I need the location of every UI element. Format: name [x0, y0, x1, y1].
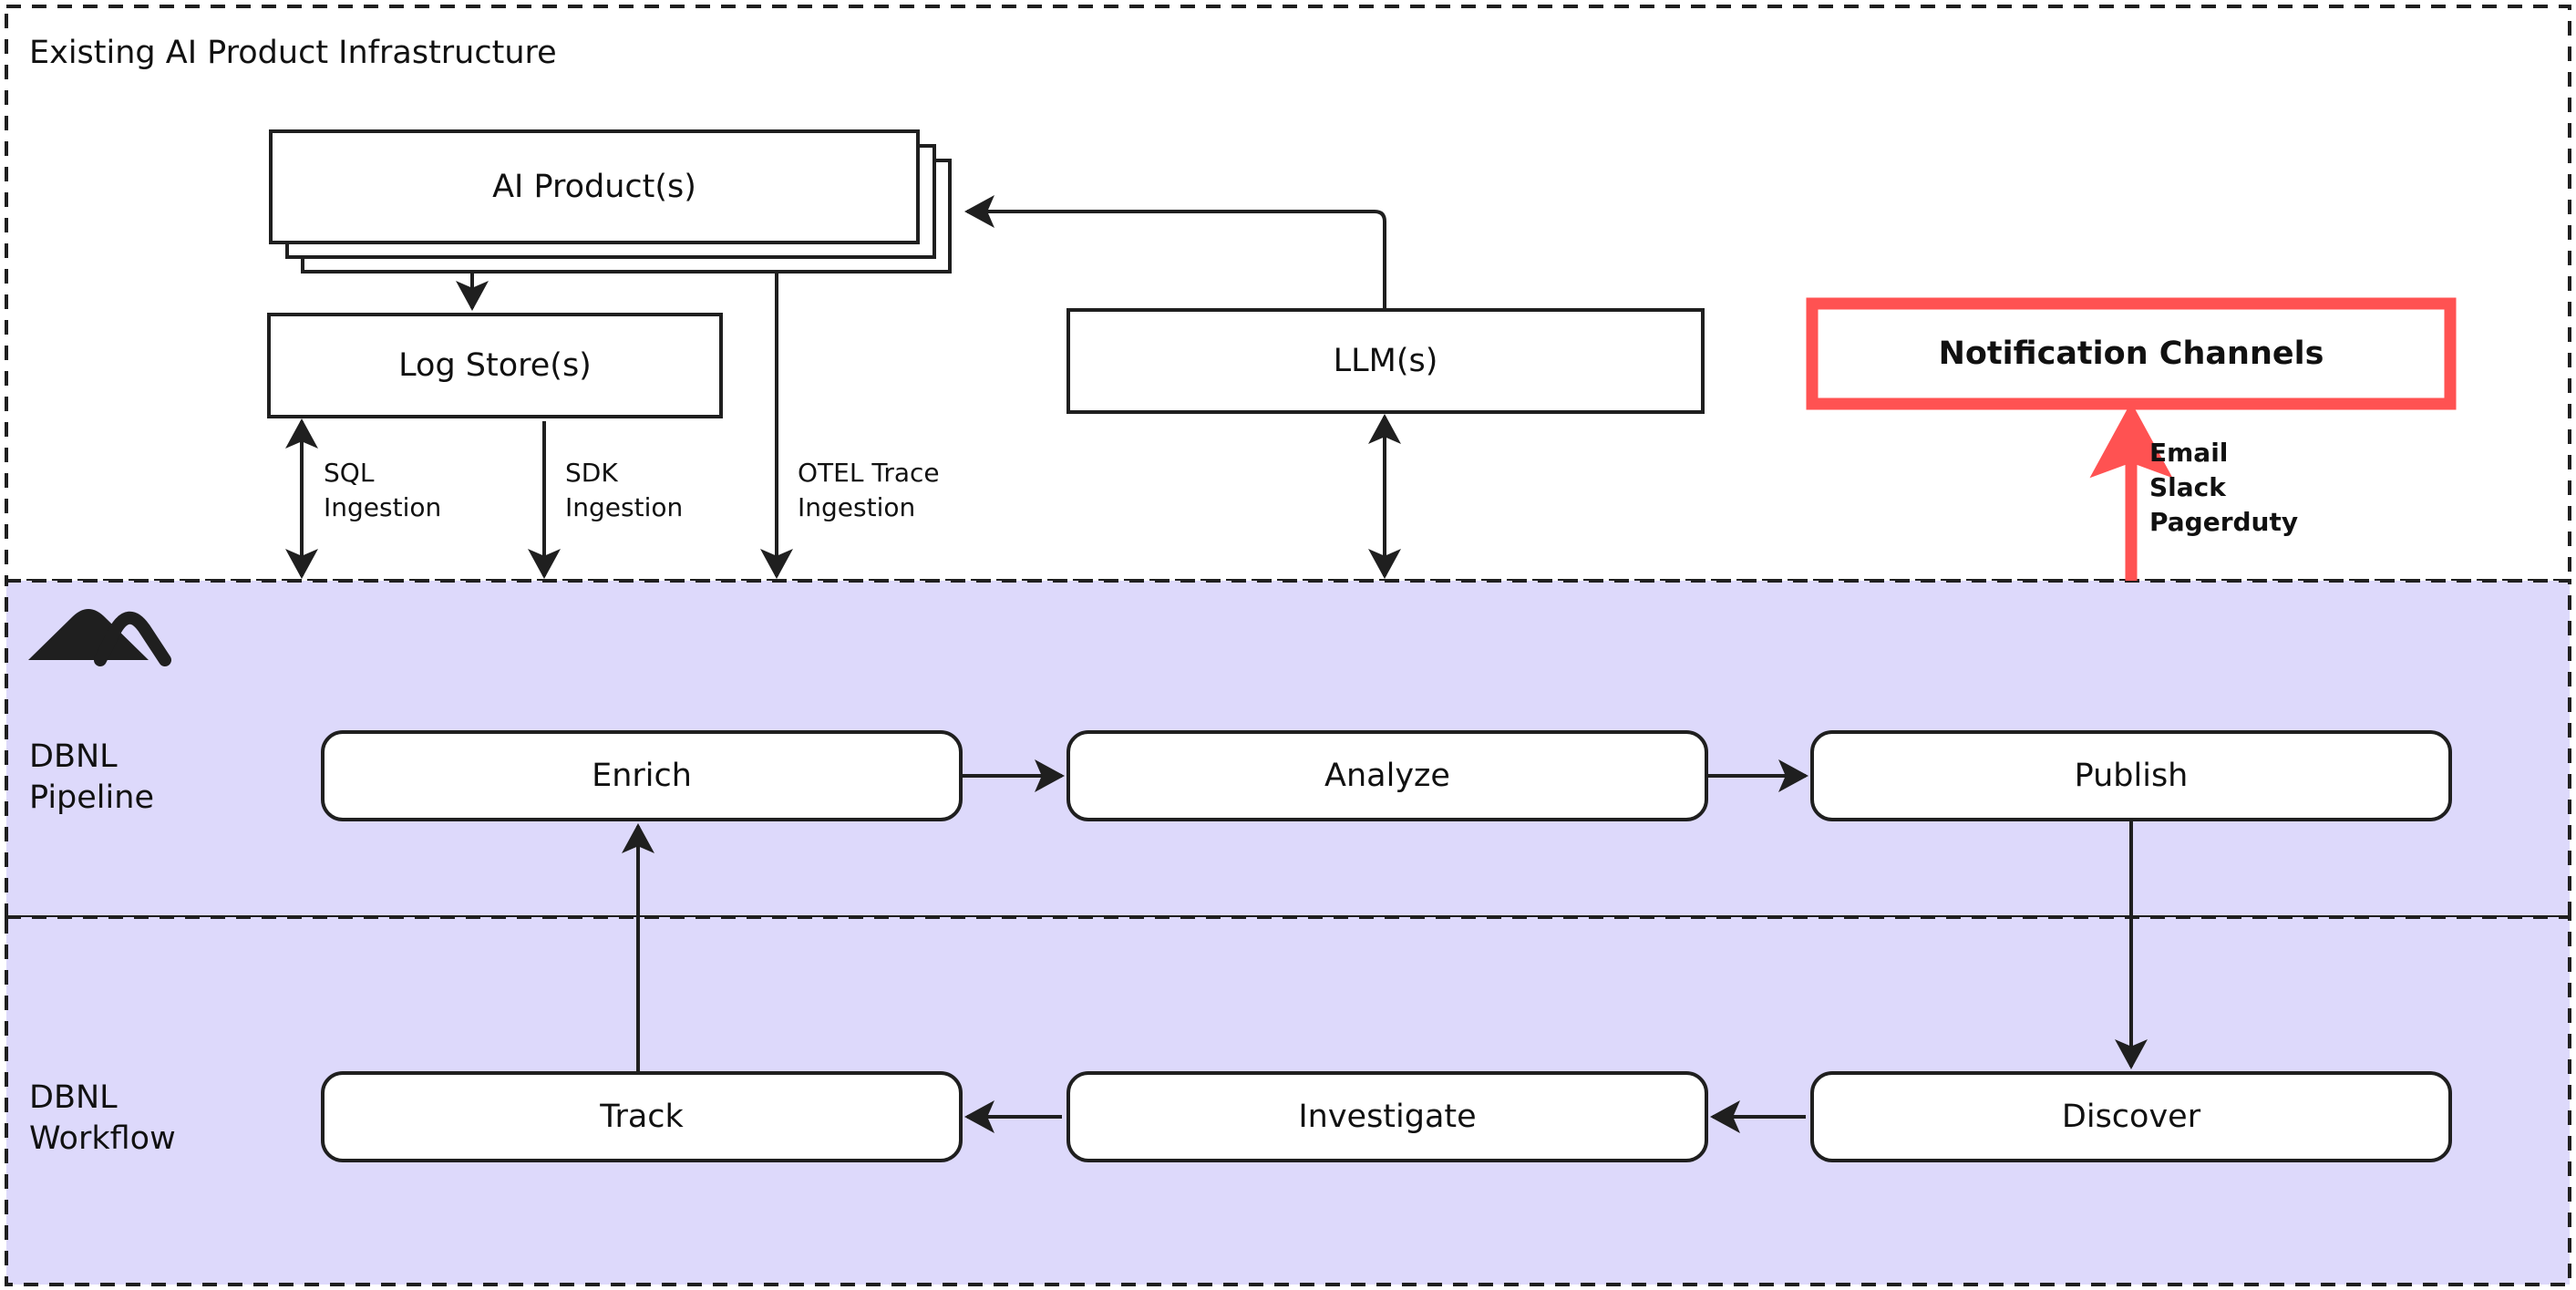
zone-title-existing-infra: Existing AI Product Infrastructure: [29, 35, 557, 71]
dbnl-mountain-logo: [28, 609, 171, 666]
node-track[interactable]: [321, 1071, 963, 1162]
ai-products-stack-front: [269, 129, 920, 244]
edge-label-sql-ingestion: SQL Ingestion: [324, 458, 442, 522]
node-ai-products[interactable]: [269, 129, 952, 273]
edge-llms-to-ai-products: [964, 195, 1386, 310]
node-discover[interactable]: [1810, 1071, 2452, 1162]
zone-title-dbnl-workflow: DBNL Workflow: [29, 1079, 176, 1157]
node-analyze[interactable]: [1066, 730, 1708, 821]
node-notification-channels[interactable]: [1806, 297, 2457, 410]
zone-existing-infra-border: [5, 5, 2571, 583]
edge-label-otel-trace-ingestion: OTEL Trace Ingestion: [798, 458, 940, 522]
zone-title-dbnl-pipeline: DBNL Pipeline: [29, 738, 154, 816]
node-llms[interactable]: [1066, 308, 1705, 414]
node-investigate[interactable]: [1066, 1071, 1708, 1162]
node-enrich[interactable]: [321, 730, 963, 821]
node-publish[interactable]: [1810, 730, 2452, 821]
zone-existing-infra: [5, 5, 2571, 583]
node-log-stores[interactable]: [267, 313, 723, 418]
edge-label-sdk-ingestion: SDK Ingestion: [565, 458, 684, 522]
edge-label-notification-targets: Email Slack Pagerduty: [2149, 438, 2299, 537]
